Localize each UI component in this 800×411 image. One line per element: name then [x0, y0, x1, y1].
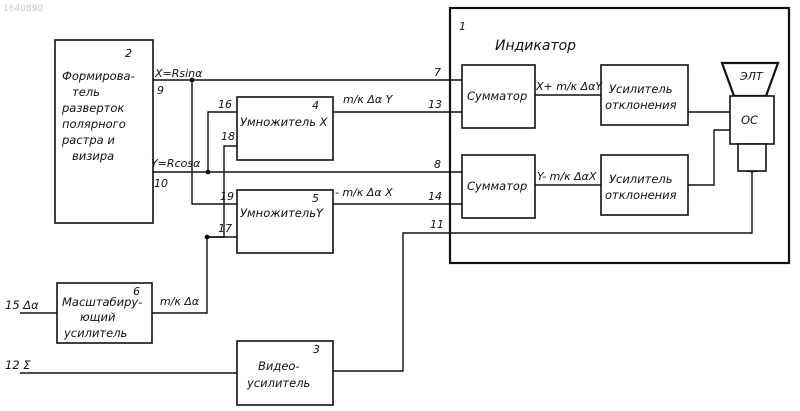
deflection-amp-bottom-line-1: Усилитель	[609, 172, 673, 186]
adder-bottom-label: Сумматор	[467, 179, 527, 193]
signal-x-out: X=Rsinα	[154, 67, 203, 80]
terminal-18: 18	[221, 130, 235, 143]
signal-mult-y-out: - m/κ Δα X	[335, 186, 393, 199]
signal-adder-top-out: X+ m/κ ΔαY	[535, 80, 603, 93]
deflection-amp-top-line-2: отклонения	[605, 98, 677, 112]
adder-top-label: Сумматор	[467, 89, 527, 103]
multiplier-x-number: 4	[312, 99, 319, 112]
scaling-line-2: ющий	[80, 310, 116, 324]
indicator-title: Индикатор	[495, 38, 576, 54]
multiplier-x-label: Умножитель X	[240, 115, 329, 129]
terminal-9: 9	[157, 84, 164, 97]
indicator-number: 1	[459, 20, 466, 33]
multiplier-y-label: УмножительY	[240, 206, 324, 220]
signal-y-out: Y=Rcosα	[151, 157, 201, 170]
multiplier-y-number: 5	[312, 192, 319, 205]
crt-coil-label: ОС	[741, 113, 758, 127]
former-line-4: полярного	[62, 117, 126, 131]
video-line-2: усилитель	[246, 376, 310, 390]
terminal-11: 11	[430, 218, 444, 231]
terminal-16: 16	[218, 98, 232, 111]
terminal-19: 19	[220, 190, 234, 203]
signal-mult-x-out: m/κ Δα Y	[343, 93, 394, 106]
terminal-17: 17	[218, 222, 232, 235]
scaling-line-1: Масштабиру-	[62, 295, 142, 309]
former-line-6: визира	[72, 149, 114, 163]
terminal-14: 14	[428, 190, 442, 203]
terminal-8: 8	[434, 158, 441, 171]
terminal-13: 13	[428, 98, 442, 111]
deflection-amp-bottom-line-2: отклонения	[605, 188, 677, 202]
signal-adder-bottom-out: Y- m/κ ΔαX	[537, 170, 597, 183]
deflection-amp-top-line-1: Усилитель	[609, 82, 673, 96]
terminal-10: 10	[154, 177, 168, 190]
crt-label: ЭЛТ	[739, 70, 764, 83]
former-number: 2	[125, 47, 132, 60]
former-line-1: Формирова-	[62, 69, 135, 83]
former-block	[55, 40, 153, 223]
terminal-7: 7	[434, 66, 441, 79]
video-amplifier-number: 3	[313, 343, 320, 356]
document-id: 1640890	[3, 4, 43, 14]
scaling-line-3: усилитель	[63, 326, 127, 340]
input-sigma-label: 12 Σ	[5, 358, 31, 372]
former-line-5: растра и	[61, 133, 115, 147]
former-line-2: тель	[72, 85, 100, 99]
former-line-3: разверток	[61, 101, 124, 115]
input-delta-label: 15 Δα	[5, 298, 39, 312]
video-line-1: Видео-	[258, 359, 300, 373]
signal-scale-out: m/κ Δα	[160, 295, 200, 308]
